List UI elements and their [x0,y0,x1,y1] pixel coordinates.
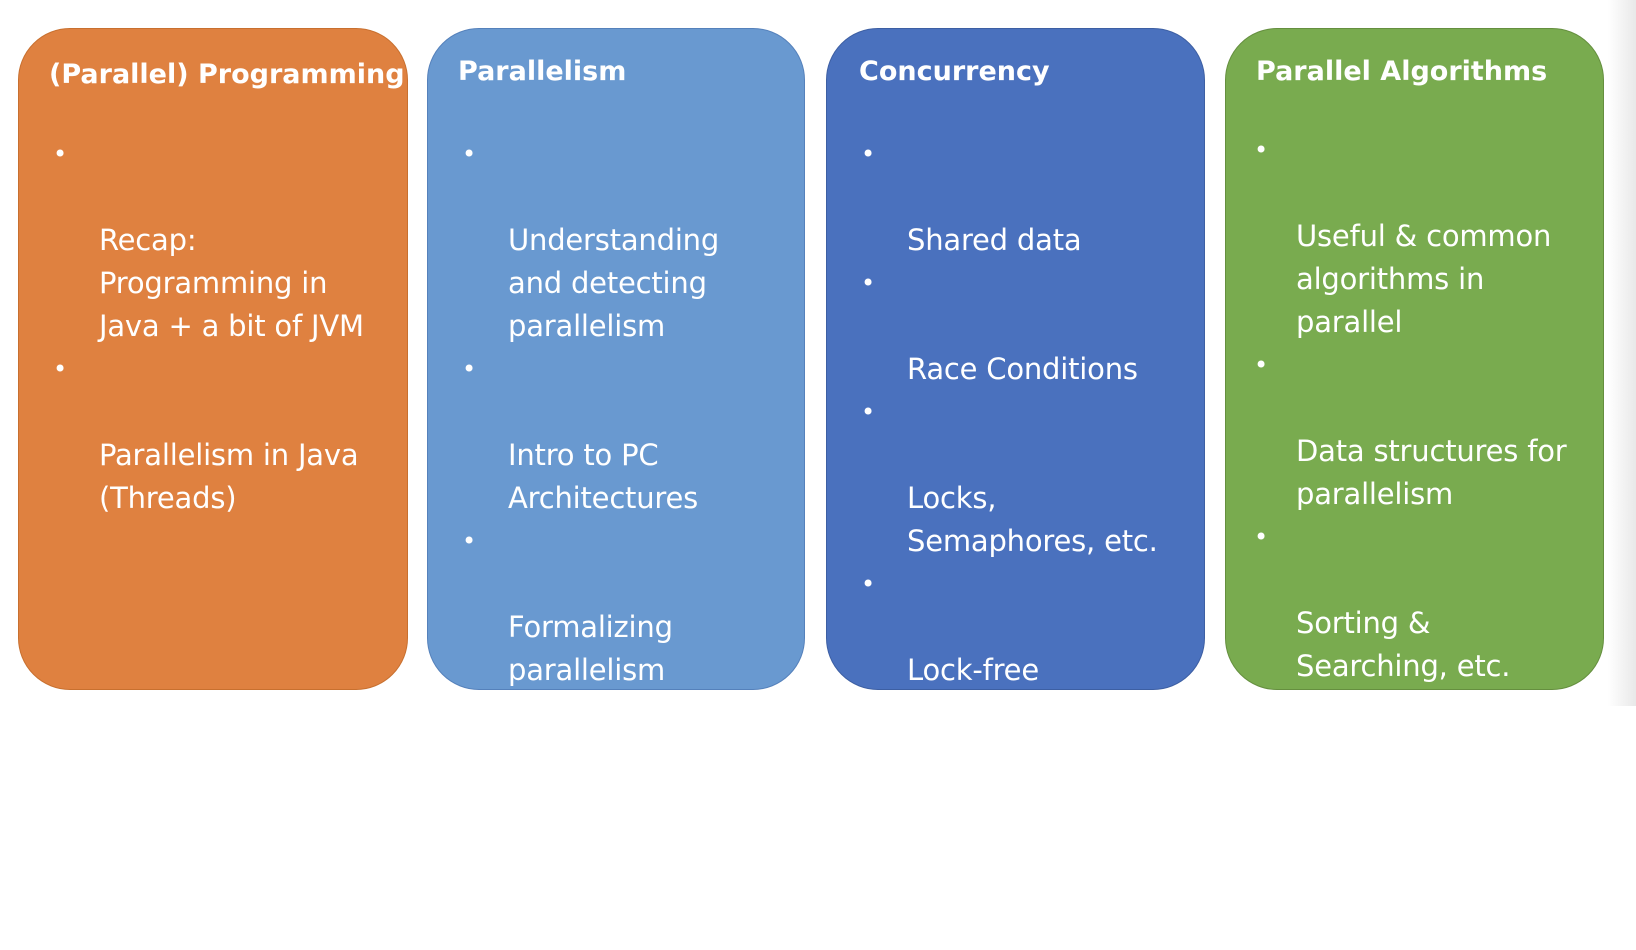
list-item-text: Programming models for parallelism [508,782,702,902]
bullet-list: • Understanding and detecting parallelis… [428,133,804,907]
bullet-icon: • [462,355,476,383]
bullet-icon: • [1254,523,1268,551]
right-edge-shadow [1608,0,1636,706]
list-item-text: Parallelism in Java (Threads) [99,438,359,515]
list-item: • Locks, Semaphores, etc. [827,391,1204,563]
bullet-icon: • [462,699,476,727]
bullet-list: • Recap: Programming in Java + a bit of … [19,133,407,520]
bullet-icon: • [861,269,875,297]
bullet-icon: • [861,140,875,168]
list-item-text: Understanding and detecting parallelism [508,223,720,343]
bullet-icon: • [462,527,476,555]
list-item: • Communication across tasks and process… [827,735,1204,950]
list-item: • Programming models for parallelism [428,692,804,907]
card-title: (Parallel) Programming [49,59,405,90]
list-item-text: Race Conditions [907,352,1138,386]
bullet-icon: • [462,140,476,168]
bullet-list: • Shared data • Race Conditions • Locks,… [827,133,1204,950]
list-item-text: Formalizing parallelism [508,610,673,687]
list-item: • Data structures for parallelism [1226,344,1603,516]
bullet-icon: • [53,140,67,168]
bullet-icon: • [53,355,67,383]
card-title: Parallelism [458,56,627,87]
list-item: • Useful & common algorithms in parallel [1226,129,1603,344]
card-title: Concurrency [859,56,1050,87]
list-item-text: Lock-free programming [907,653,1102,730]
card-title: Parallel Algorithms [1256,56,1548,87]
list-item-text: Shared data [907,223,1082,257]
bullet-icon: • [861,742,875,770]
list-item-text: Locks, Semaphores, etc. [907,481,1158,558]
list-item-text: Sorting & Searching, etc. [1296,606,1511,683]
bullet-list: • Useful & common algorithms in parallel… [1226,129,1603,688]
list-item: • Intro to PC Architectures [428,348,804,520]
card-parallelism: Parallelism • Understanding and detectin… [427,28,805,902]
list-item-text: Useful & common algorithms in parallel [1296,219,1552,339]
bullet-icon: • [861,398,875,426]
list-item: • Race Conditions [827,262,1204,391]
list-item: • Recap: Programming in Java + a bit of … [19,133,407,348]
bullet-icon: • [1254,351,1268,379]
list-item: • Shared data [827,133,1204,262]
list-item: • Parallelism in Java (Threads) [19,348,407,520]
list-item: • Formalizing parallelism [428,520,804,692]
bullet-icon: • [1254,136,1268,164]
list-item: • Lock-free programming [827,563,1204,735]
card-parallel-programming: (Parallel) Programming • Recap: Programm… [18,28,408,690]
list-item-text: Data structures for parallelism [1296,434,1567,511]
list-item: • Sorting & Searching, etc. [1226,516,1603,688]
list-item: • Understanding and detecting parallelis… [428,133,804,348]
list-item-text: Intro to PC Architectures [508,438,699,515]
list-item-text: Recap: Programming in Java + a bit of JV… [99,223,364,343]
list-item-text: Communication across tasks and processes [907,825,1146,945]
card-parallel-algorithms: Parallel Algorithms • Useful & common al… [1225,28,1604,690]
card-concurrency: Concurrency • Shared data • Race Conditi… [826,28,1205,945]
bullet-icon: • [861,570,875,598]
